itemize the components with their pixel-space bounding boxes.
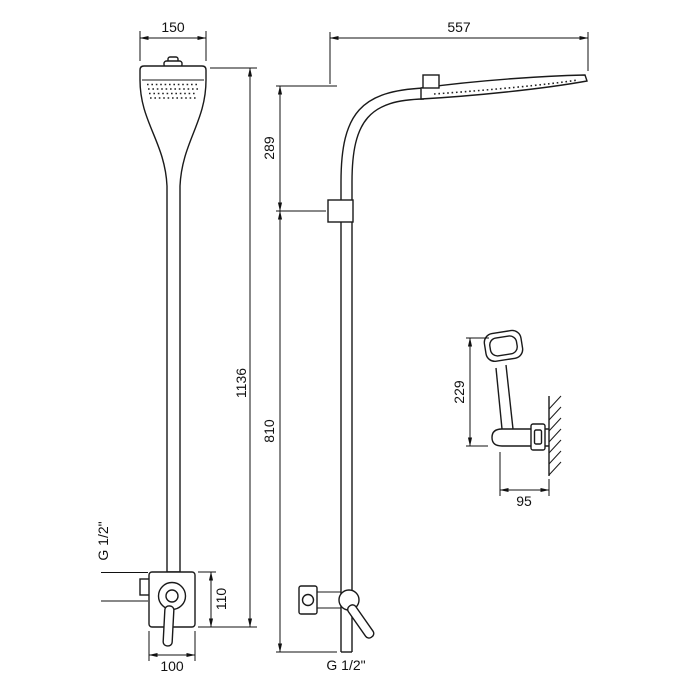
dim-valve-height: 110 (198, 571, 229, 628)
handshower-detail: 229 95 (451, 329, 562, 509)
dim-label-valve-height: 110 (213, 588, 229, 611)
hatch-line (548, 395, 562, 410)
mixer-valve-front (139, 571, 196, 647)
wall-section (548, 395, 562, 476)
handshower-head-face (489, 335, 518, 357)
dim-upper-height: 289 (261, 85, 337, 212)
dim-label-outlet-thread: G 1/2" (326, 657, 365, 673)
mixer-valve-side (298, 585, 375, 639)
pipe-outer-edge (340, 87, 425, 652)
dim-inlet-thread: G 1/2" (95, 521, 148, 602)
dim-total-height: 1136 (199, 67, 257, 628)
shower-head-and-column-outline (139, 65, 207, 573)
wall-bracket (327, 199, 354, 223)
valve-inlet-port (301, 593, 315, 607)
dim-valve-width: 100 (148, 631, 196, 674)
dim-label-head-width: 150 (161, 19, 185, 35)
dim-label-holder-height: 229 (451, 380, 467, 404)
head-profile (420, 74, 588, 100)
handshower-handle-edge (505, 364, 514, 430)
dim-label-arm-reach: 557 (447, 19, 471, 35)
dim-outlet-thread: G 1/2" (326, 657, 365, 673)
hatch-line (548, 428, 562, 443)
hatch-line (548, 450, 562, 465)
dim-head-width: 150 (139, 19, 207, 61)
handshower-assembly (483, 329, 549, 451)
wall-hatching (548, 395, 562, 476)
spray-face-dots (147, 83, 199, 99)
dim-label-inlet-thread: G 1/2" (95, 521, 111, 560)
spray-face-dots-side (433, 79, 579, 95)
handshower-handle-edge (495, 367, 503, 430)
arm-connector (422, 74, 440, 89)
hatch-line (548, 439, 562, 454)
hatch-line (548, 461, 562, 476)
dim-label-valve-width: 100 (160, 658, 184, 674)
holder-arm (491, 428, 549, 447)
dim-lower-height: 810 (261, 210, 337, 653)
dim-label-wall-offset: 95 (516, 493, 532, 509)
valve-cartridge (165, 589, 179, 603)
dim-holder-height: 229 (451, 337, 489, 447)
valve-lever (162, 605, 175, 647)
valve-lever-side (347, 604, 375, 639)
shower-column-front (139, 56, 207, 573)
dim-label-lower-height: 810 (261, 419, 277, 443)
hatch-line (548, 406, 562, 421)
holder-mount-detail (533, 429, 543, 445)
pipe-inner-edge (351, 98, 425, 652)
dim-wall-offset: 95 (499, 452, 550, 509)
shower-column-side (327, 74, 588, 653)
dim-label-total-height: 1136 (233, 368, 249, 398)
front-view: G 1/2" 150 1136 110 100 (95, 19, 257, 674)
dim-label-upper-height: 289 (261, 136, 277, 160)
hatch-line (548, 417, 562, 432)
dim-arm-reach: 557 (329, 19, 589, 84)
side-view: 557 289 810 G 1/2" (261, 19, 589, 673)
